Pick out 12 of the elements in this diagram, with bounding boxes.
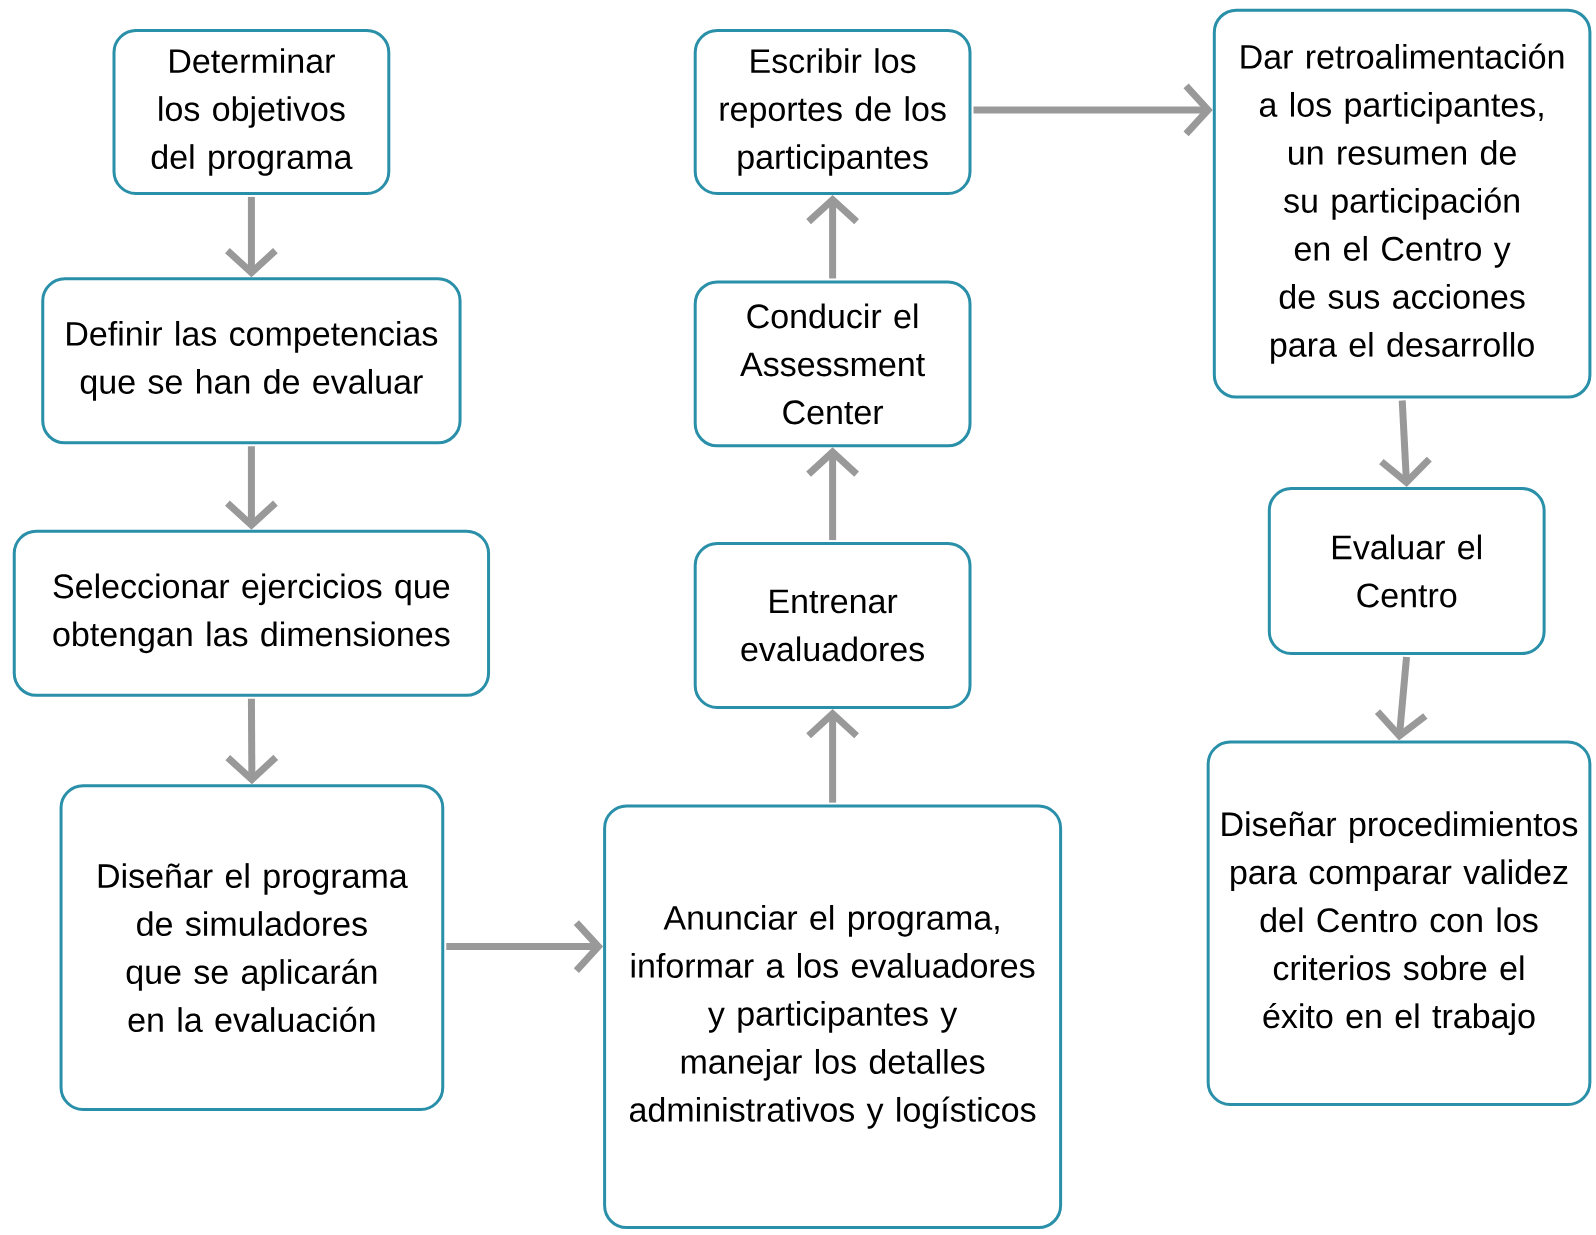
process-box: Determinar los objetivos del programa xyxy=(112,29,391,195)
process-box: Seleccionar ejercicios que obtengan las dimensiones xyxy=(12,529,491,697)
process-box: Evaluar el Centro xyxy=(1267,487,1546,655)
process-box: Diseñar procedimientos para comparar validez del Centro con los criterios sobre el éxito en el trabajo xyxy=(1206,740,1592,1106)
process-box: Diseñar el programa de simuladores que se aplicarán en la evaluación xyxy=(59,784,445,1111)
process-box: Conducir el Assessment Center xyxy=(693,280,972,448)
arrow xyxy=(973,83,1213,137)
process-box: Entrenar evaluadores xyxy=(693,542,972,709)
process-box: Escribir los reportes de los participantes xyxy=(693,29,972,195)
process-box: Definir las competencias que se han de evaluar xyxy=(41,277,462,445)
process-box: Anunciar el programa, informar a los evaluadores y participantes y manejar los detalles administrativos y logísticos xyxy=(603,804,1063,1229)
process-box: Dar retroalimentación a los participantes, un resumen de su participación en el Centro y de sus acciones para el desarrollo xyxy=(1212,8,1592,399)
